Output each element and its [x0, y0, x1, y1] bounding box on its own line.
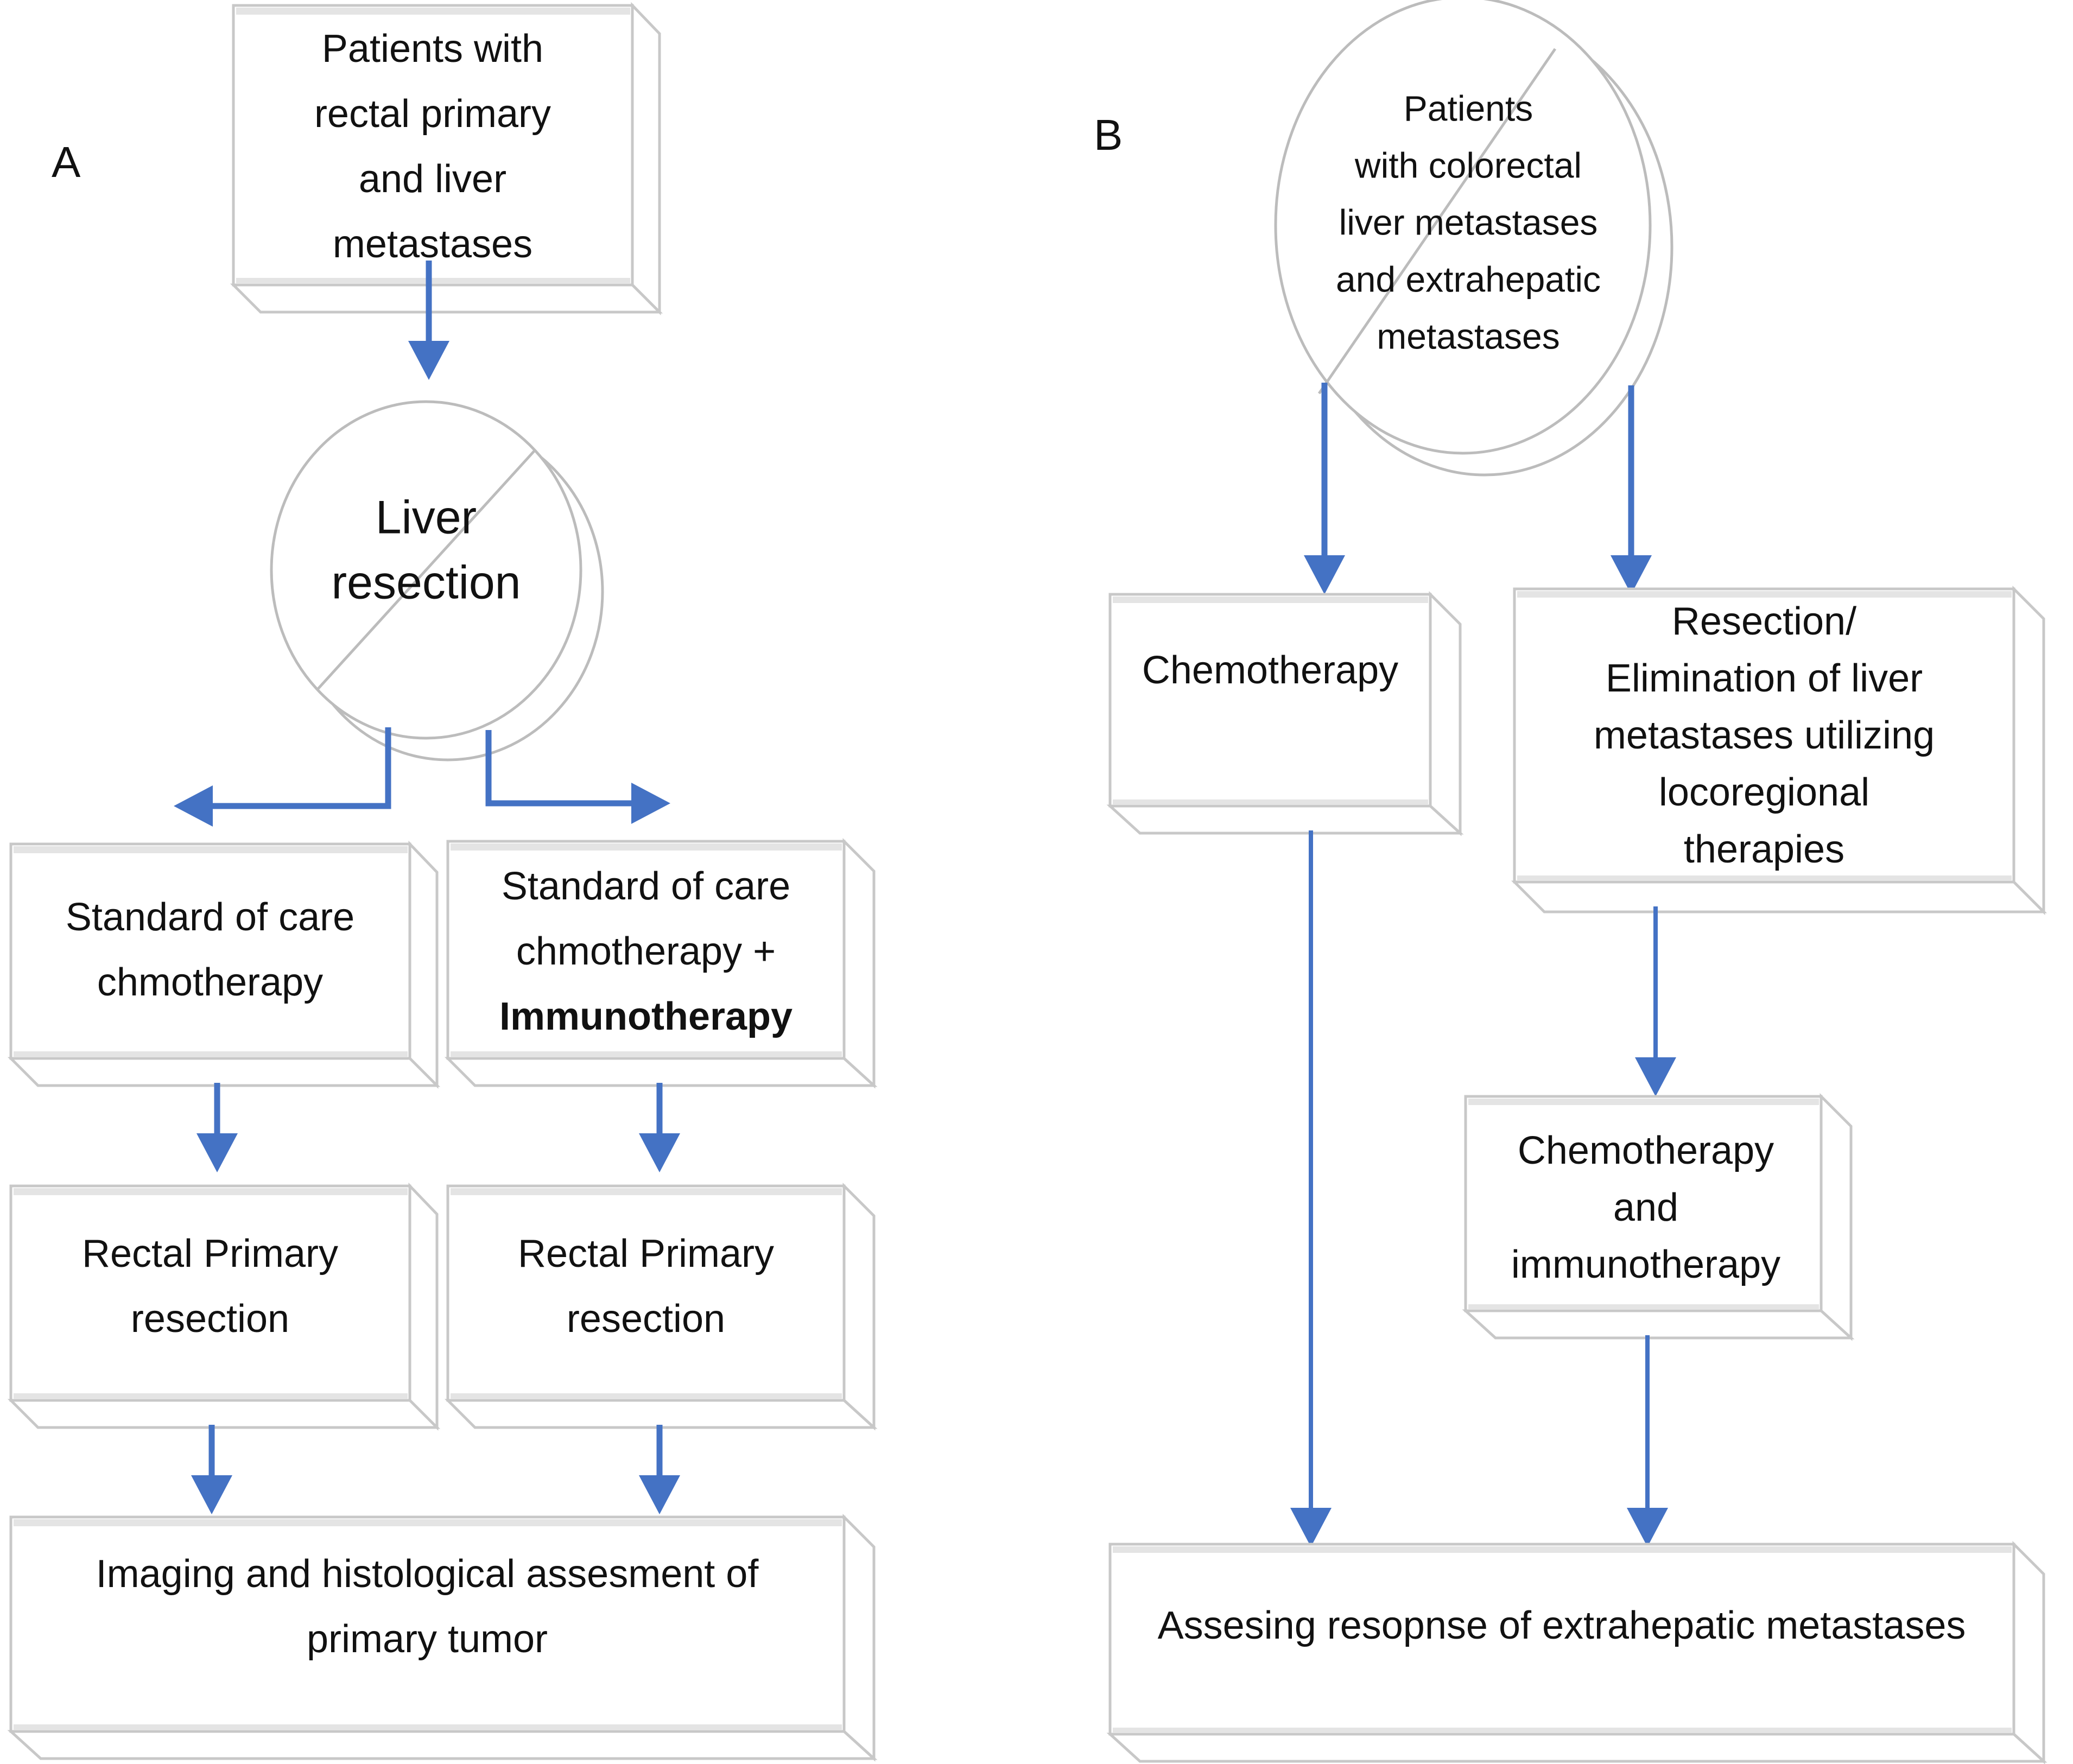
node-a-start-box: Patients with rectal primary and liver m… [230, 2, 663, 316]
node-b-chemo-immuno-line1: Chemotherapy [1518, 1129, 1774, 1172]
node-b-assessing-line1: Assesing resopnse of extrahepatic metast… [1158, 1604, 1966, 1647]
node-b-resection-line5: therapies [1684, 828, 1844, 871]
edge-b-chemo-to-assessing [1290, 830, 1332, 1547]
node-a-assessment-line2: primary tumor [307, 1617, 548, 1661]
edge-a-prohibited-to-soc-immuno [485, 730, 670, 824]
node-a-rectal-left-line2: resection [131, 1297, 289, 1341]
node-a-soc-immuno-line2: chmotherapy + [516, 930, 776, 973]
edge-b-chemo-immuno-to-assessing [1627, 1335, 1668, 1547]
node-a-rectal-left-line1: Rectal Primary [82, 1232, 338, 1276]
edge-a-rectal-left-to-assessment [191, 1425, 232, 1514]
edge-a-soc-immuno-to-rectal-right [639, 1083, 680, 1172]
node-a-start-line1: Patients with [322, 27, 543, 71]
node-b-chemo-immuno-line2: and [1613, 1186, 1678, 1229]
node-b-chemo-box: Chemotherapy [1106, 591, 1464, 836]
edge-a-rectal-right-to-assessment [639, 1425, 680, 1514]
node-a-rectal-left-box: Rectal Primary resection [7, 1182, 441, 1431]
node-b-resection-line2: Elimination of liver [1606, 657, 1923, 700]
node-b-prohibited-circle: Patients with colorectal liver metastase… [1274, 0, 1673, 477]
node-a-prohibited-line2: resection [332, 557, 521, 609]
node-b-resection-line3: metastases utilizing [1594, 714, 1935, 757]
node-b-resection-line4: locoregional [1659, 771, 1869, 814]
edge-b-start-to-chemo [1304, 383, 1345, 594]
panel-b-label: B [1094, 111, 1123, 159]
node-a-assessment-box: Imaging and histological assesment of pr… [7, 1513, 878, 1762]
node-b-start-line5: metastases [1377, 316, 1559, 356]
edge-a-start-to-prohibited [408, 261, 449, 380]
node-b-start-line4: and extrahepatic [1336, 259, 1601, 299]
node-a-start-line2: rectal primary [314, 92, 551, 136]
node-a-soc-immuno-box: Standard of care chmotherapy + Immunothe… [444, 837, 878, 1089]
node-b-chemo-immuno-line3: immunotherapy [1511, 1243, 1780, 1286]
node-a-prohibited-line1: Liver [376, 492, 477, 544]
node-a-soc-chemo-line2: chmotherapy [97, 961, 323, 1004]
panel-a-group: A Patients with rectal primary and liver… [7, 2, 878, 1762]
node-a-soc-immuno-line1: Standard of care [502, 865, 790, 908]
panel-b-group: B Patients with colorectal liver metasta… [1094, 0, 2047, 1764]
node-a-soc-chemo-box: Standard of care chmotherapy [7, 840, 441, 1089]
node-a-start-line4: metastases [333, 223, 532, 266]
node-b-chemo-immuno-box: Chemotherapy and immunotherapy [1462, 1093, 1855, 1341]
node-a-assessment-line1: Imaging and histological assesment of [96, 1552, 759, 1596]
edge-b-resection-to-chemo-immuno [1635, 906, 1676, 1096]
node-a-soc-chemo-line1: Standard of care [66, 896, 354, 939]
node-b-start-line2: with colorectal [1354, 145, 1582, 185]
node-a-start-line3: and liver [359, 157, 506, 201]
node-b-resection-line1: Resection/ [1672, 600, 1856, 643]
node-b-assessing-box: Assesing resopnse of extrahepatic metast… [1106, 1540, 2047, 1764]
edge-a-soc-chemo-to-rectal-left [196, 1083, 238, 1172]
node-b-start-line1: Patients [1404, 88, 1533, 128]
node-b-start-line3: liver metastases [1339, 202, 1598, 242]
edge-a-prohibited-to-soc-chemo [174, 727, 391, 827]
panel-a-label: A [52, 138, 81, 186]
edge-b-start-to-resection [1611, 385, 1652, 594]
node-a-rectal-right-line1: Rectal Primary [518, 1232, 774, 1276]
node-a-prohibited-circle: Liver resection [270, 400, 604, 762]
node-b-chemo-line1: Chemotherapy [1142, 649, 1398, 692]
node-a-rectal-right-line2: resection [567, 1297, 725, 1341]
node-a-soc-immuno-line3: Immunotherapy [499, 995, 793, 1038]
node-b-resection-box: Resection/ Elimination of liver metastas… [1511, 585, 2047, 916]
node-a-rectal-right-box: Rectal Primary resection [444, 1182, 878, 1431]
